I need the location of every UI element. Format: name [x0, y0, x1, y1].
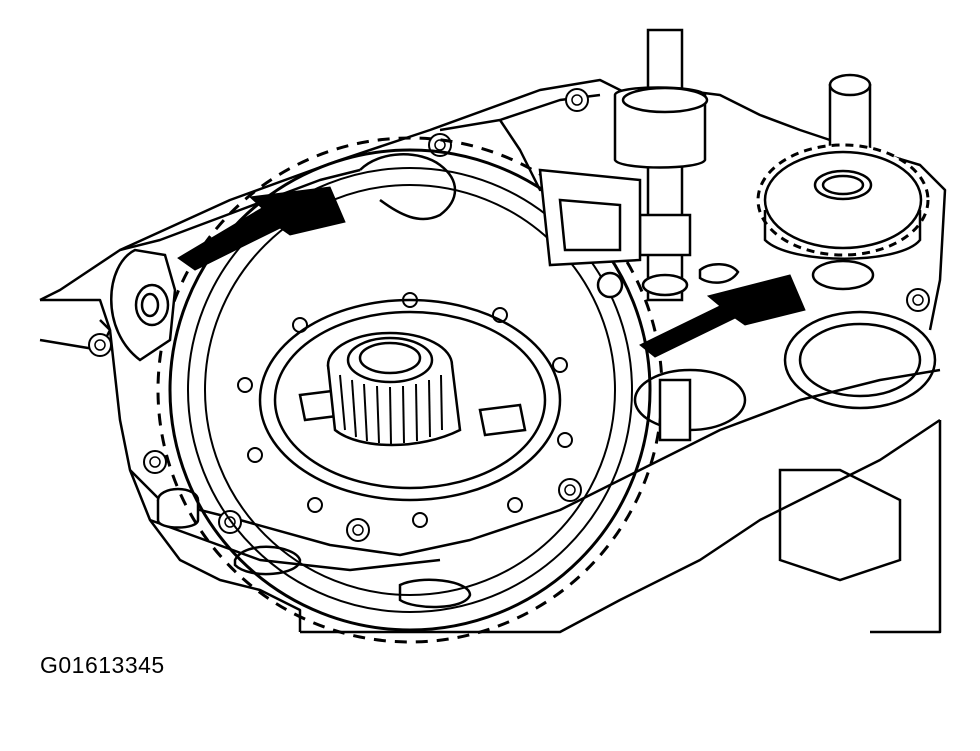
bearing-bores [633, 310, 937, 442]
large-black-arrow-icon [639, 274, 806, 358]
figure-id-label: G01613345 [40, 652, 165, 678]
dowel-pin [156, 487, 200, 529]
tapered-roller-bearing [326, 331, 462, 447]
shift-rod-assembly [538, 28, 740, 302]
large-black-arrow-icon [177, 186, 346, 271]
side-cover-plate [99, 248, 177, 362]
idler-gear-assembly [756, 73, 930, 291]
differential-ring-gear [156, 136, 664, 644]
